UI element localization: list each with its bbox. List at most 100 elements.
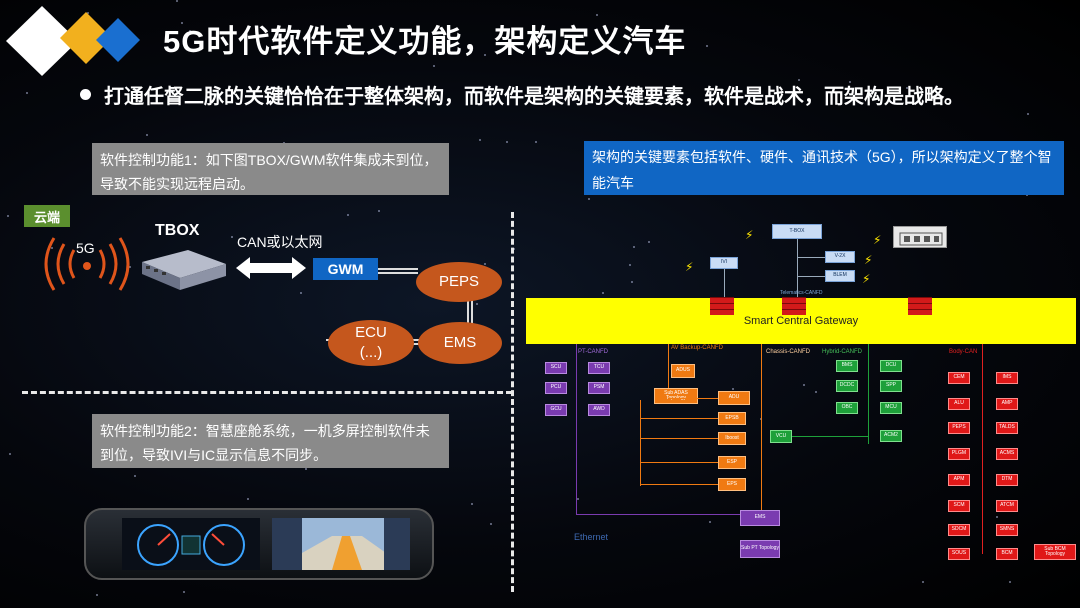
link-peps-ems — [465, 300, 475, 324]
pt-node-gcu: GCU — [545, 404, 567, 416]
star — [588, 198, 590, 200]
star — [484, 263, 486, 265]
body-left-plgm: PLGM — [948, 448, 970, 460]
diamond-logo-icon — [0, 0, 150, 82]
body-left-alu: ALU — [948, 398, 970, 410]
ems-arch-node: EMS — [740, 510, 780, 526]
body-right-bcm: BCM — [996, 548, 1018, 560]
lightning-icon: ⚡ — [873, 233, 881, 247]
hybrid-node-mcu: MCU — [880, 402, 902, 414]
body-left-sdcm: SDCM — [948, 524, 970, 536]
body-bus — [982, 344, 983, 554]
adu-node: ADU — [718, 391, 750, 405]
star — [347, 214, 349, 216]
note-function-1: 软件控制功能1：如下图TBOX/GWM软件集成未到位，导致不能实现远程启动。 — [92, 143, 449, 195]
pt-node-tcu: TCU — [588, 362, 610, 374]
star — [183, 591, 185, 593]
chassis-node-iboost: Iboost — [718, 432, 746, 445]
hybrid-node-dcu: DCU — [880, 360, 902, 372]
star — [471, 503, 473, 505]
ecu-node: ECU (...) — [328, 320, 414, 366]
star — [535, 141, 537, 143]
chassis-link-3 — [640, 484, 718, 485]
star — [476, 303, 478, 305]
chassis-bus-label: Chassis-CANFD — [766, 349, 810, 355]
hybrid-node-spp: SPP — [880, 380, 902, 392]
pt-node-pcu: PCU — [545, 382, 567, 394]
ems-node: EMS — [418, 322, 502, 364]
tbox-blem-link — [797, 276, 825, 277]
body-right-talds: TALDS — [996, 422, 1018, 434]
vcu-node: VCU — [770, 430, 792, 443]
body-left-scm: SCM — [948, 500, 970, 512]
can-label: CAN或以太网 — [237, 232, 323, 252]
bullet-text: 打通任督二脉的关键恰恰在于整体架构，而软件是架构的关键要素，软件是战术，而架构是… — [104, 80, 964, 109]
star — [146, 134, 148, 136]
star — [96, 594, 98, 596]
body-left-peps: PEPS — [948, 422, 970, 434]
hybrid-node-bms: BMS — [836, 360, 858, 372]
star — [9, 453, 11, 455]
building-icon — [893, 226, 947, 248]
double-arrow-icon — [236, 255, 306, 281]
chassis-node-eps: EPS — [718, 478, 746, 491]
sub-pt-node: Sub PT Topology — [740, 540, 780, 558]
vcu-link — [792, 436, 868, 437]
lightning-icon: ⚡ — [745, 228, 753, 242]
star — [26, 92, 28, 94]
body-right-amp: AMP — [996, 398, 1018, 410]
firewall-icon — [908, 297, 932, 315]
ethernet-line — [576, 514, 756, 515]
star — [378, 210, 380, 212]
sub-bcm-node: Sub BCM Topology — [1034, 544, 1076, 560]
sub-adas-node: Sub ADAS Topology — [654, 388, 698, 404]
firewall-icon — [782, 297, 806, 315]
star — [433, 65, 435, 67]
adus-node: ADUS — [671, 364, 695, 378]
signal-label: 5G — [76, 240, 95, 256]
cockpit-display — [84, 508, 434, 580]
page-title: 5G时代软件定义功能，架构定义汽车 — [163, 16, 686, 61]
star — [134, 475, 136, 477]
tbox-label: TBOX — [155, 222, 199, 240]
chassis-node-esp: ESP — [718, 456, 746, 469]
lightning-icon: ⚡ — [685, 260, 693, 274]
chassis-link-2 — [640, 462, 718, 463]
body-right-smns: SMNS — [996, 524, 1018, 536]
hybrid-node-acm2: ACM2 — [880, 430, 902, 442]
pt-node-psm: PSM — [588, 382, 610, 394]
body-left-apm: APM — [948, 474, 970, 486]
ethernet-bus-label: Ethernet — [574, 532, 608, 542]
chassis-link-1 — [640, 438, 718, 439]
pt-bus-label: PT-CANFD — [578, 349, 608, 355]
body-right-dtm: DTM — [996, 474, 1018, 486]
star — [305, 468, 307, 470]
divider-horizontal — [22, 391, 512, 394]
body-right-atcm: ATCM — [996, 500, 1018, 512]
divider-vertical — [511, 212, 514, 592]
tbox-v2x-link — [797, 257, 825, 258]
star — [490, 523, 492, 525]
peps-node: PEPS — [416, 262, 502, 302]
hybrid-node-dcdc: DCDC — [836, 380, 858, 392]
av-bus-label: AV Backup-CANFD — [671, 345, 723, 351]
star — [7, 215, 9, 217]
firewall-icon — [710, 297, 734, 315]
hybrid-bus-label: Hybrid-CANFD — [822, 349, 862, 355]
star — [706, 45, 708, 47]
note-function-2: 软件控制功能2：智慧座舱系统，一机多屏控制软件未到位，导致IVI与IC显示信息不… — [92, 414, 449, 468]
body-bus-label: Body-CAN — [949, 349, 977, 355]
body-right-ims: IMS — [996, 372, 1018, 384]
lightning-icon: ⚡ — [862, 272, 870, 286]
body-left-sous: SOUS — [948, 548, 970, 560]
star — [1027, 113, 1029, 115]
ivi-node: IVI — [710, 257, 738, 269]
hybrid-node-obc: OBC — [836, 402, 858, 414]
pt-bus — [576, 344, 577, 514]
telematics-bus-label: Telematics-CANFD — [780, 290, 823, 296]
star — [176, 0, 178, 2]
v2x-node: V-2X — [825, 251, 855, 263]
pt-node-scu: SCU — [545, 362, 567, 374]
dashboard-screen-icon — [122, 518, 260, 570]
